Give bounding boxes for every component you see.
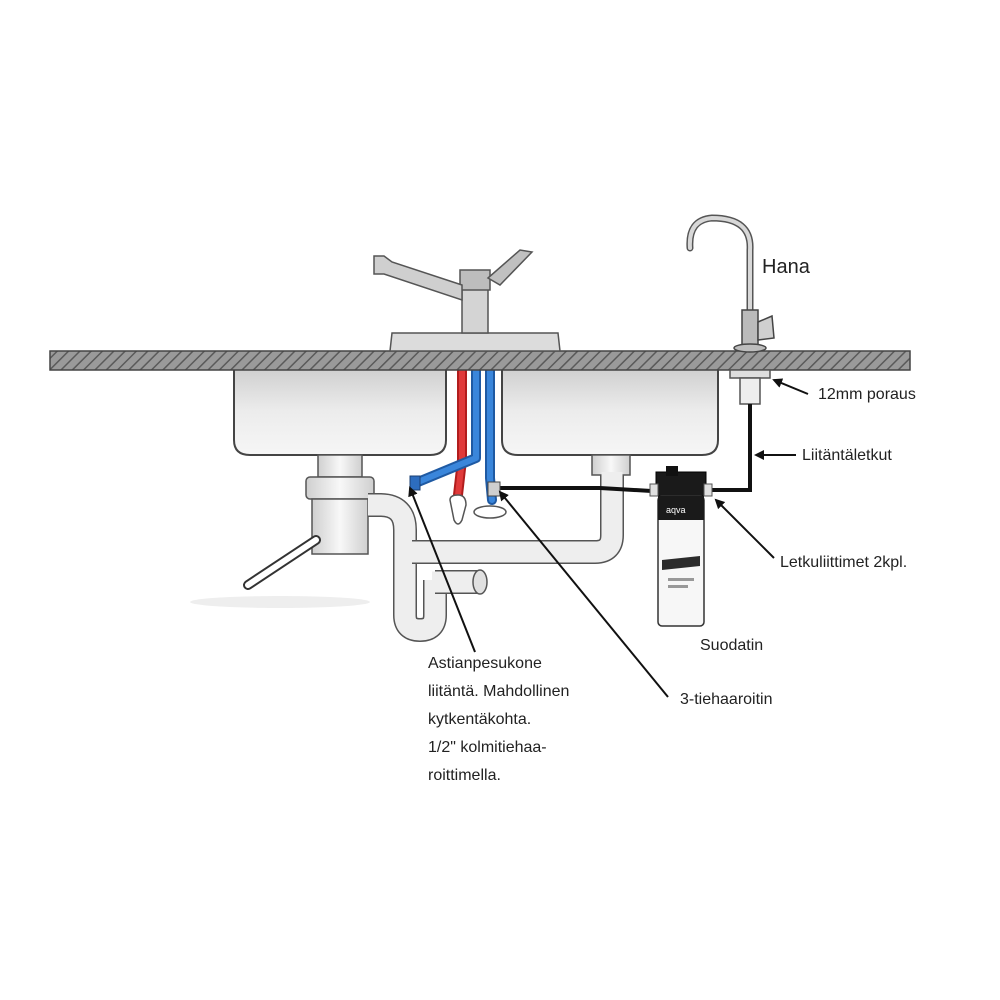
water-filter: aqva — [649, 466, 713, 627]
drain-trap — [190, 454, 631, 643]
sink-basin-right — [501, 367, 719, 456]
label-suodatin: Suodatin — [700, 637, 763, 654]
label-liitantaletkut: Liitäntäletkut — [802, 447, 892, 464]
sink-basin-left — [233, 367, 447, 456]
filter-brand: aqva — [666, 505, 686, 515]
label-hana: Hana — [762, 256, 811, 278]
label-poraus: 12mm poraus — [818, 386, 916, 403]
connection-hose — [712, 404, 752, 492]
label-astianpesukone-line: kytkentäkohta. — [428, 711, 531, 728]
label-astianpesukone-line: 1/2" kolmitiehaa- — [428, 739, 547, 756]
leader-lines — [408, 378, 809, 698]
label-astianpesukone-line: liitäntä. Mahdollinen — [428, 683, 569, 700]
label-astianpesukone-line: roittimella. — [428, 767, 501, 784]
main-faucet — [373, 249, 561, 352]
filter-tap — [686, 214, 775, 405]
label-tiehaaroitin: 3-tiehaaroitin — [680, 691, 773, 708]
label-letkuliittimet: Letkuliittimet 2kpl. — [780, 554, 907, 571]
hot-water-pipe — [449, 365, 467, 525]
label-astianpesukone: Astianpesukone liitäntä. Mahdollinen kyt… — [428, 655, 569, 784]
countertop — [49, 350, 911, 371]
filter-supply-hose — [487, 481, 669, 497]
label-astianpesukone-line: Astianpesukone — [428, 655, 542, 672]
